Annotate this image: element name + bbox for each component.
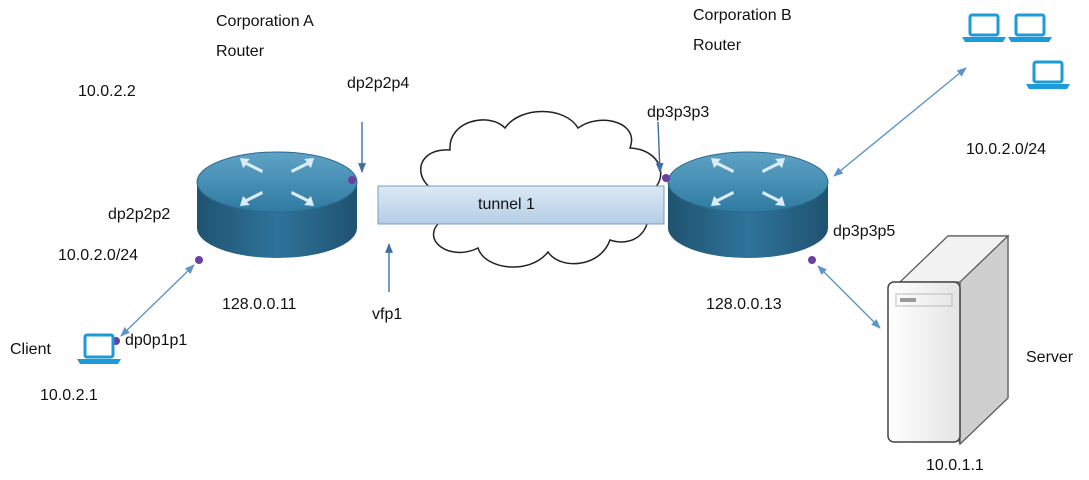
link-client-router-a xyxy=(120,264,195,337)
client-label: Client xyxy=(10,341,51,358)
router-a-icon xyxy=(196,151,358,258)
router-b-icon xyxy=(667,151,829,258)
link-router-b-lan xyxy=(833,67,967,177)
port-dp3p3p5 xyxy=(808,256,816,264)
label-dp3p3p3: dp3p3p3 xyxy=(647,104,710,121)
server-icon xyxy=(887,234,1010,446)
corp-b-name: Corporation B xyxy=(693,7,792,24)
corp-a-name: Corporation A xyxy=(216,13,314,30)
server-label: Server xyxy=(1026,349,1074,366)
label-dp2p2p2: dp2p2p2 xyxy=(108,206,171,223)
corp-a-public-ip: 128.0.0.11 xyxy=(222,296,297,313)
client-laptop-icon xyxy=(77,333,121,364)
server-ip: 10.0.1.1 xyxy=(926,457,984,474)
tunnel-bar xyxy=(377,185,665,225)
corp-a-type: Router xyxy=(216,43,265,60)
label-a-lan-subnet: 10.0.2.0/24 xyxy=(58,247,139,264)
port-dp2p2p4 xyxy=(348,176,356,184)
client-ip: 10.0.2.1 xyxy=(40,387,98,404)
label-vfp1: vfp1 xyxy=(372,306,403,323)
pointer-dp3p3p3 xyxy=(655,121,664,173)
port-dp3p3p3 xyxy=(662,174,670,182)
link-router-b-server xyxy=(817,265,881,329)
corp-a-inside-ip: 10.0.2.2 xyxy=(78,83,136,100)
remote-laptop-icon xyxy=(968,13,1064,84)
corp-b-public-ip: 128.0.0.13 xyxy=(706,296,782,313)
corp-b-type: Router xyxy=(693,37,742,54)
tunnel-label: tunnel 1 xyxy=(478,196,535,213)
remote-lan-subnet: 10.0.2.0/24 xyxy=(966,141,1047,158)
label-dp0p1p1: dp0p1p1 xyxy=(125,332,188,349)
remote-laptop-bases xyxy=(962,37,1070,89)
label-dp2p2p4: dp2p2p4 xyxy=(347,75,410,92)
label-dp3p3p5: dp3p3p5 xyxy=(833,223,896,240)
port-dp2p2p2 xyxy=(195,256,203,264)
